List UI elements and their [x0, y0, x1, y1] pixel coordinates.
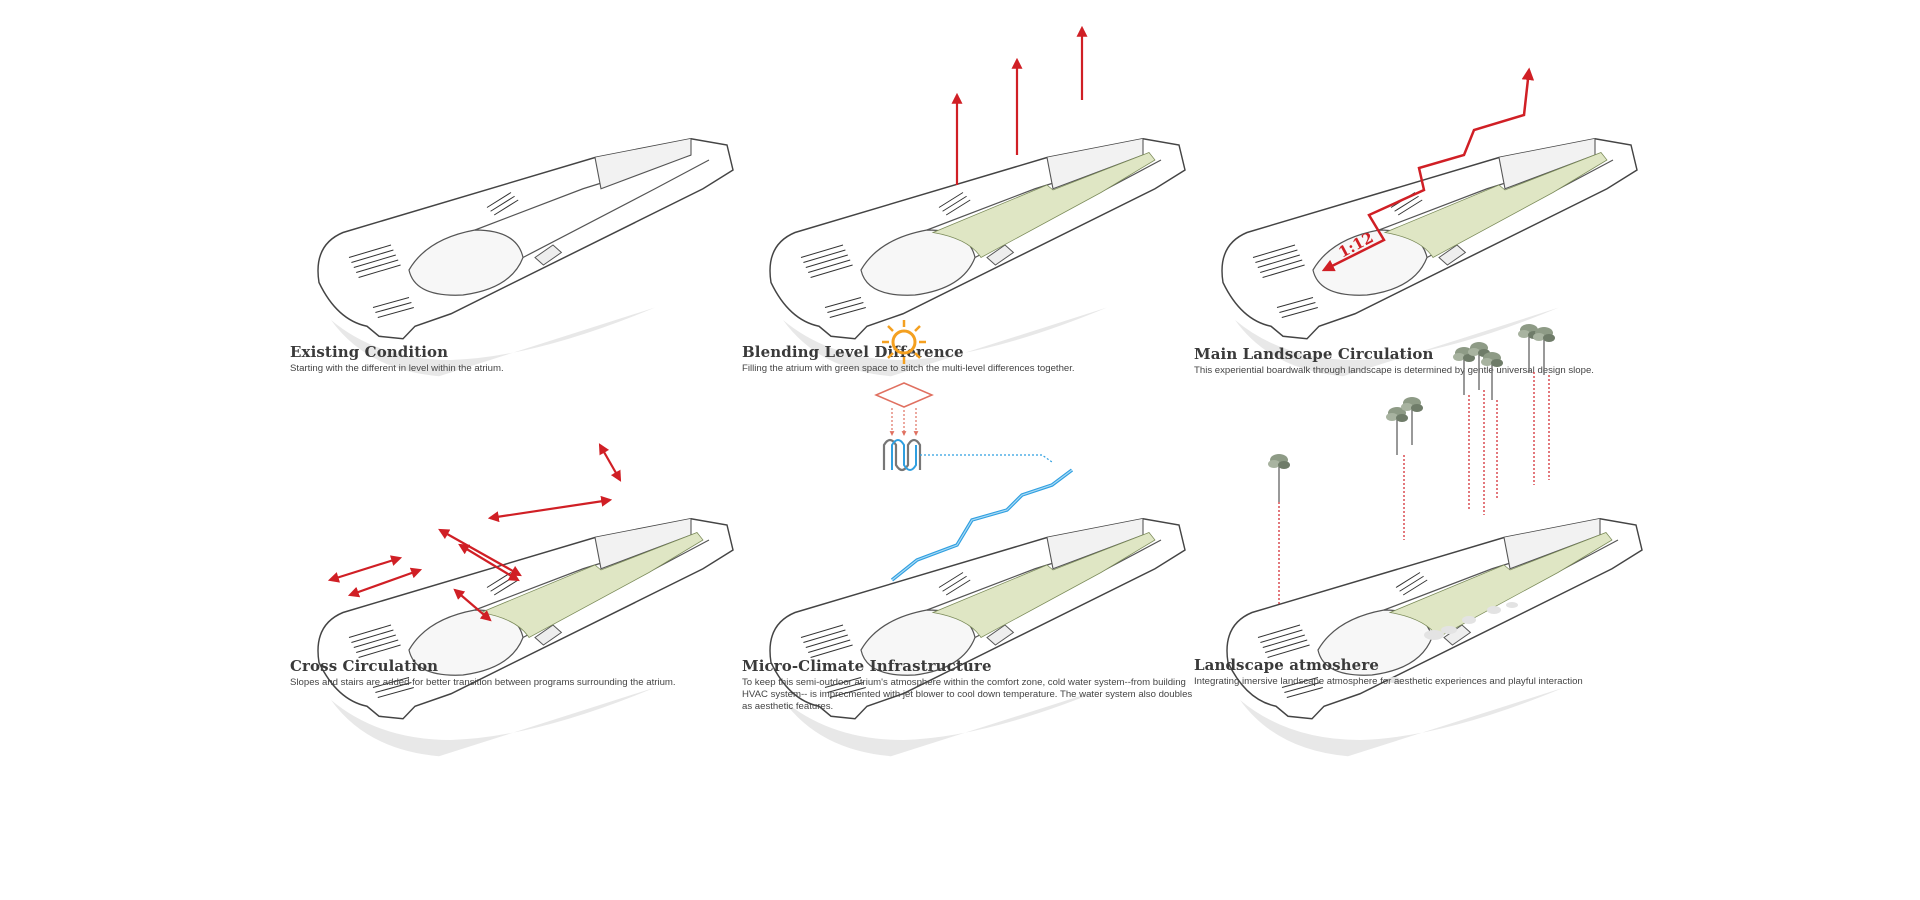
panel-diamond-icon	[874, 382, 934, 408]
panel-landscape-atmosphere: Landscape atmoshere Integrating imersive…	[1194, 323, 1654, 840]
sun-icon	[882, 320, 926, 364]
panel-existing-condition: Existing Condition Starting with the dif…	[290, 40, 750, 460]
panel-description: Integrating imersive landscape atmospher…	[1194, 676, 1583, 687]
panel-micro-climate: Micro-Climate Infrastructure To keep thi…	[742, 320, 1202, 840]
panel-description: Filling the atrium with green space to s…	[742, 363, 1075, 374]
boardwalk-path	[1321, 67, 1535, 272]
panel-blending-level: Blending Level Difference Filling the at…	[742, 25, 1202, 460]
panel-title: Existing Condition	[290, 343, 449, 361]
panel-description: This experiential boardwalk through land…	[1194, 365, 1594, 376]
diagram-main-landscape: 1:12	[1221, 67, 1638, 377]
panel-title: Landscape atmoshere	[1194, 656, 1379, 674]
diagram-existing-condition	[317, 138, 734, 377]
panel-title: Micro-Climate Infrastructure	[742, 657, 992, 675]
panel-title: Main Landscape Circulation	[1194, 345, 1434, 363]
panel-description: Starting with the different in level wit…	[290, 363, 504, 374]
panel-description: To keep this semi-outdoor atrium's atmos…	[742, 677, 1193, 712]
panel-description: Slopes and stairs are added for better t…	[290, 677, 676, 688]
diagram-micro-climate	[769, 320, 1186, 757]
panel-title: Cross Circulation	[290, 657, 439, 675]
panel-cross-circulation: Cross Circulation Slopes and stairs are …	[290, 420, 750, 840]
panel-main-landscape: 1:12 Main Landscape Circulation This exp…	[1194, 40, 1654, 460]
panel-title: Blending Level Difference	[742, 343, 964, 361]
diagram-landscape-atmosphere	[1226, 323, 1643, 757]
diagram-cross-circulation	[317, 443, 734, 757]
coil-icon	[882, 438, 922, 472]
diagram-blending-level	[769, 25, 1186, 377]
